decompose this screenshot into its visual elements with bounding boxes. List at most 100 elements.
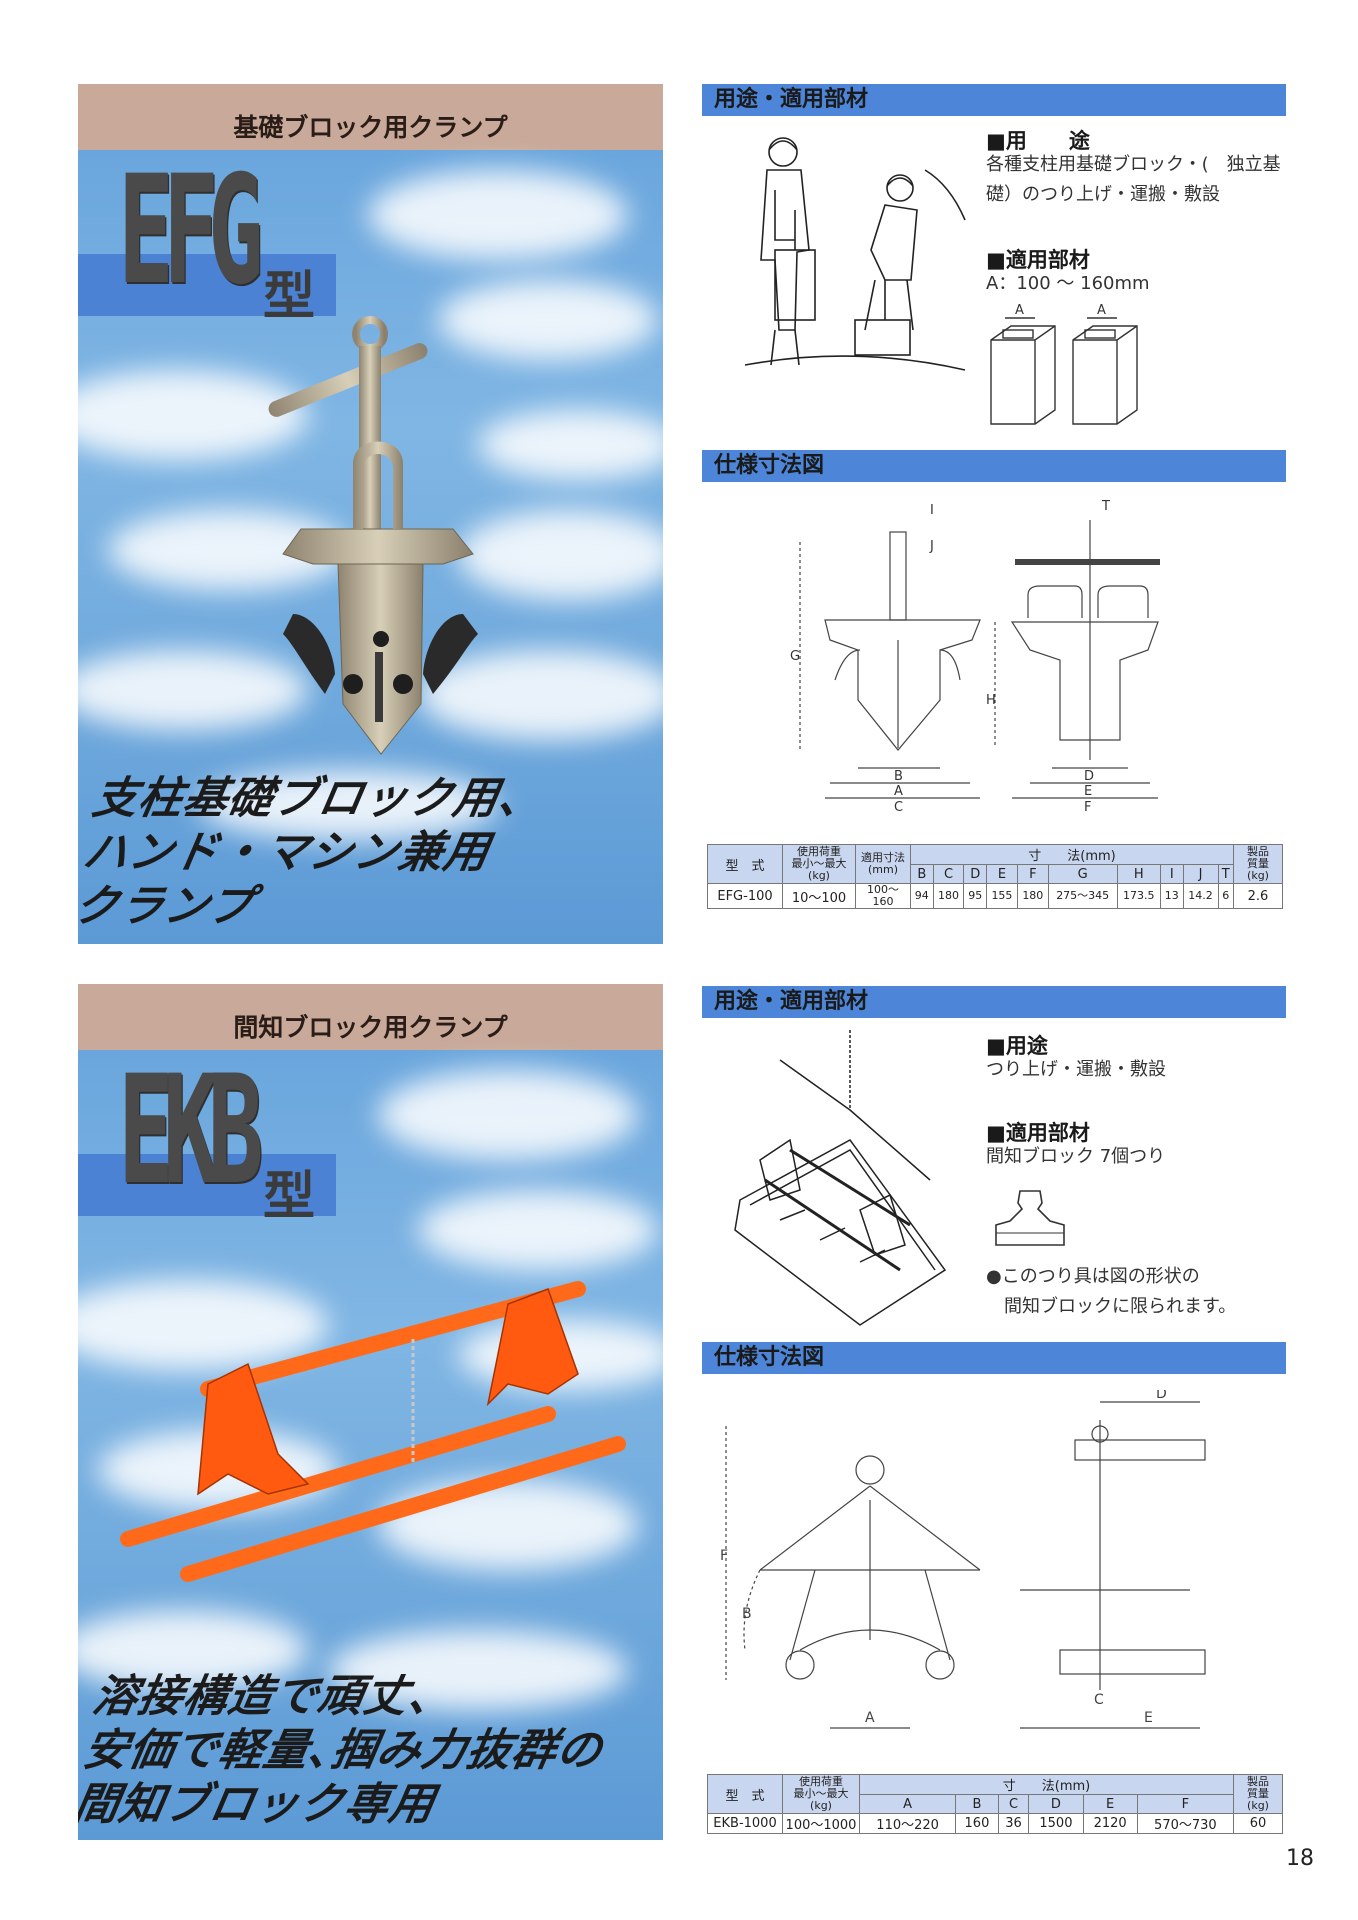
efg-dim-label-c: C (894, 800, 903, 815)
efg-dim-label-t: T (1101, 500, 1110, 514)
ekb-model-code: EKB (118, 1044, 264, 1218)
efg-dim-label-b: B (894, 769, 903, 784)
efg-block-label-a2: A (1097, 303, 1106, 318)
ekb-dim-value: 570～730 (1136, 1813, 1235, 1834)
ekb-dim-key: E (1082, 1794, 1138, 1814)
ekb-dim-value: 36 (997, 1813, 1030, 1834)
ekb-row-mass: 60 (1233, 1813, 1283, 1834)
ekb-material-title: ■適用部材 (986, 1121, 1090, 1145)
efg-col-load: 使用荷重最小～最大(kg) (782, 844, 856, 884)
efg-slogan-line1: 支柱基礎ブロック用、 (89, 773, 549, 824)
efg-dim-label-j: J (929, 539, 934, 554)
efg-slogan: 支柱基礎ブロック用、 ハンド・マシン兼用 クランプ (78, 772, 548, 934)
ekb-col-dims: 寸 法(mm) (859, 1774, 1234, 1795)
efg-dim-label-f: F (1084, 800, 1091, 815)
ekb-type-suffix: 型 (263, 1167, 316, 1227)
efg-dim-label-a: A (894, 784, 903, 799)
efg-row-mass: 2.6 (1233, 883, 1283, 909)
efg-type-suffix: 型 (263, 267, 316, 327)
efg-dim-value: 275～345 (1047, 883, 1118, 909)
efg-dim-label-g: G (790, 649, 800, 664)
efg-model-code: EFG (118, 144, 264, 318)
ekb-clamp-photo (120, 1281, 626, 1582)
page-number: 18 (1286, 1846, 1314, 1871)
efg-dim-key: G (1047, 864, 1118, 884)
efg-col-fit: 適用寸法(mm) (855, 844, 911, 884)
ekb-dim-value: 110～220 (858, 1813, 957, 1834)
efg-dim-key: D (963, 864, 987, 884)
ekb-dim-label-e: E (1144, 1710, 1153, 1726)
efg-block-diagram: A A (990, 303, 1138, 425)
ekb-dimension-drawing: F B A D C E (720, 1390, 1206, 1729)
ekb-dim-label-f: F (720, 1548, 728, 1564)
ekb-dim-value: 2120 (1082, 1813, 1138, 1834)
efg-row-load: 10～100 (782, 883, 856, 909)
ekb-dim-key: B (955, 1794, 999, 1814)
ekb-usage-text: つり上げ・運搬・敷設 (986, 1059, 1166, 1080)
efg-dim-section-header: 仕様寸法図 (702, 450, 1286, 482)
efg-dim-value: 180 (932, 883, 965, 909)
ekb-note-line1: ●このつり具は図の形状の (986, 1266, 1200, 1287)
ekb-slogan-line2: 安価で軽量､掴み力抜群の (79, 1725, 607, 1776)
efg-dim-value: 6 (1217, 883, 1235, 909)
efg-usage-title: ■用 途 (986, 129, 1090, 153)
efg-spec-table: 型 式 使用荷重最小～最大(kg) 適用寸法(mm) 寸 法(mm) 製品質量(… (707, 844, 1283, 909)
ekb-usage-section-header: 用途・適用部材 (702, 986, 1286, 1018)
efg-dim-value: 173.5 (1116, 883, 1161, 909)
ekb-panel-header: 間知ブロック用クランプ (78, 984, 663, 1050)
efg-dim-label-e: E (1084, 784, 1092, 799)
efg-dim-key: H (1116, 864, 1161, 884)
ekb-dim-label-a: A (865, 1710, 875, 1726)
ekb-col-mass: 製品質量(kg) (1233, 1774, 1283, 1814)
efg-dim-key: I (1159, 864, 1184, 884)
efg-dim-key: C (932, 864, 965, 884)
ekb-dim-key: A (858, 1794, 957, 1814)
efg-slogan-line2: ハンド・マシン兼用 (79, 827, 494, 878)
efg-usage-text-line1: 各種支柱用基礎ブロック・( 独立基 (986, 154, 1281, 175)
efg-dim-key: E (986, 864, 1018, 884)
efg-dimension-drawing: I J T G H B A C D E F (790, 500, 1160, 815)
ekb-dim-label-d: D (1156, 1390, 1167, 1402)
ekb-slogan: 溶接構造で頑丈、 安価で軽量､掴み力抜群の 間知ブロック専用 (78, 1670, 616, 1832)
efg-usage-text: 各種支柱用基礎ブロック・( 独立基 礎）のつり上げ・運搬・敷設 (986, 150, 1281, 210)
efg-dim-value: 180 (1016, 883, 1049, 909)
ekb-block-shape-icon (995, 1190, 1065, 1246)
efg-dim-label-h: H (986, 693, 996, 708)
efg-dim-label-i: I (930, 503, 934, 518)
ekb-dim-value: 160 (955, 1813, 999, 1834)
ekb-row-model: EKB-1000 (707, 1813, 783, 1834)
efg-workers-illustration (744, 137, 966, 371)
ekb-col-model: 型 式 (707, 1774, 783, 1814)
ekb-dim-value: 1500 (1028, 1813, 1084, 1834)
efg-dim-label-d: D (1084, 769, 1094, 784)
efg-type-band (78, 254, 336, 316)
ekb-col-load: 使用荷重最小～最大(kg) (782, 1774, 860, 1814)
efg-dim-key: T (1217, 864, 1235, 884)
efg-usage-section-header: 用途・適用部材 (702, 84, 1286, 116)
efg-dim-value: 155 (986, 883, 1018, 909)
efg-row-fit: 100～160 (855, 883, 911, 909)
efg-clamp-photo (268, 316, 478, 755)
ekb-dim-label-b: B (742, 1606, 752, 1622)
ekb-dim-label-c: C (1094, 1692, 1104, 1708)
ekb-slogan-line3: 間知ブロック専用 (78, 1779, 440, 1830)
ekb-lifting-illustration (734, 1030, 947, 1326)
efg-col-model: 型 式 (707, 844, 783, 884)
ekb-dim-key: F (1136, 1794, 1235, 1814)
ekb-slogan-line1: 溶接構造で頑丈、 (89, 1671, 459, 1722)
efg-col-dims: 寸 法(mm) (910, 844, 1234, 865)
efg-row-model: EFG-100 (707, 883, 783, 909)
efg-dim-value: 14.2 (1182, 883, 1219, 909)
efg-dim-key: F (1016, 864, 1049, 884)
efg-dim-key: B (910, 864, 934, 884)
ekb-dim-section-header: 仕様寸法図 (702, 1342, 1286, 1374)
efg-col-mass: 製品質量(kg) (1233, 844, 1283, 884)
efg-dim-value: 94 (910, 883, 934, 909)
efg-dim-key: J (1182, 864, 1219, 884)
ekb-note: ●このつり具は図の形状の 間知ブロックに限られます。 (986, 1262, 1236, 1322)
efg-sky-background (78, 150, 663, 944)
